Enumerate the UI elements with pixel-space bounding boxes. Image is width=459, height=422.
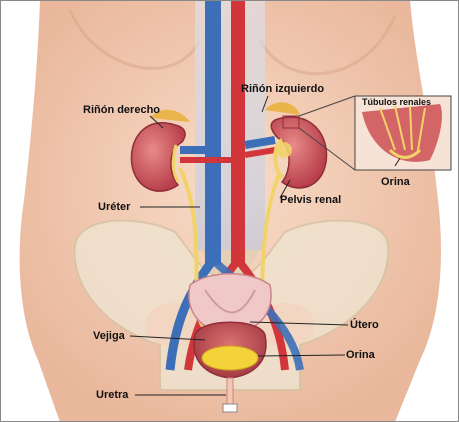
label-tubules: Túbulos renales xyxy=(362,97,431,107)
label-urine-inset: Orina xyxy=(381,176,410,188)
label-kidney-right: Riñón derecho xyxy=(83,104,160,116)
label-uterus: Útero xyxy=(350,319,379,331)
label-bladder: Vejiga xyxy=(93,330,125,342)
label-kidney-left: Riñón izquierdo xyxy=(241,83,324,95)
label-urethra: Uretra xyxy=(96,389,128,401)
label-urine: Orina xyxy=(346,349,375,361)
label-renal-pelvis: Pelvis renal xyxy=(280,194,341,206)
label-ureter: Uréter xyxy=(98,201,130,213)
